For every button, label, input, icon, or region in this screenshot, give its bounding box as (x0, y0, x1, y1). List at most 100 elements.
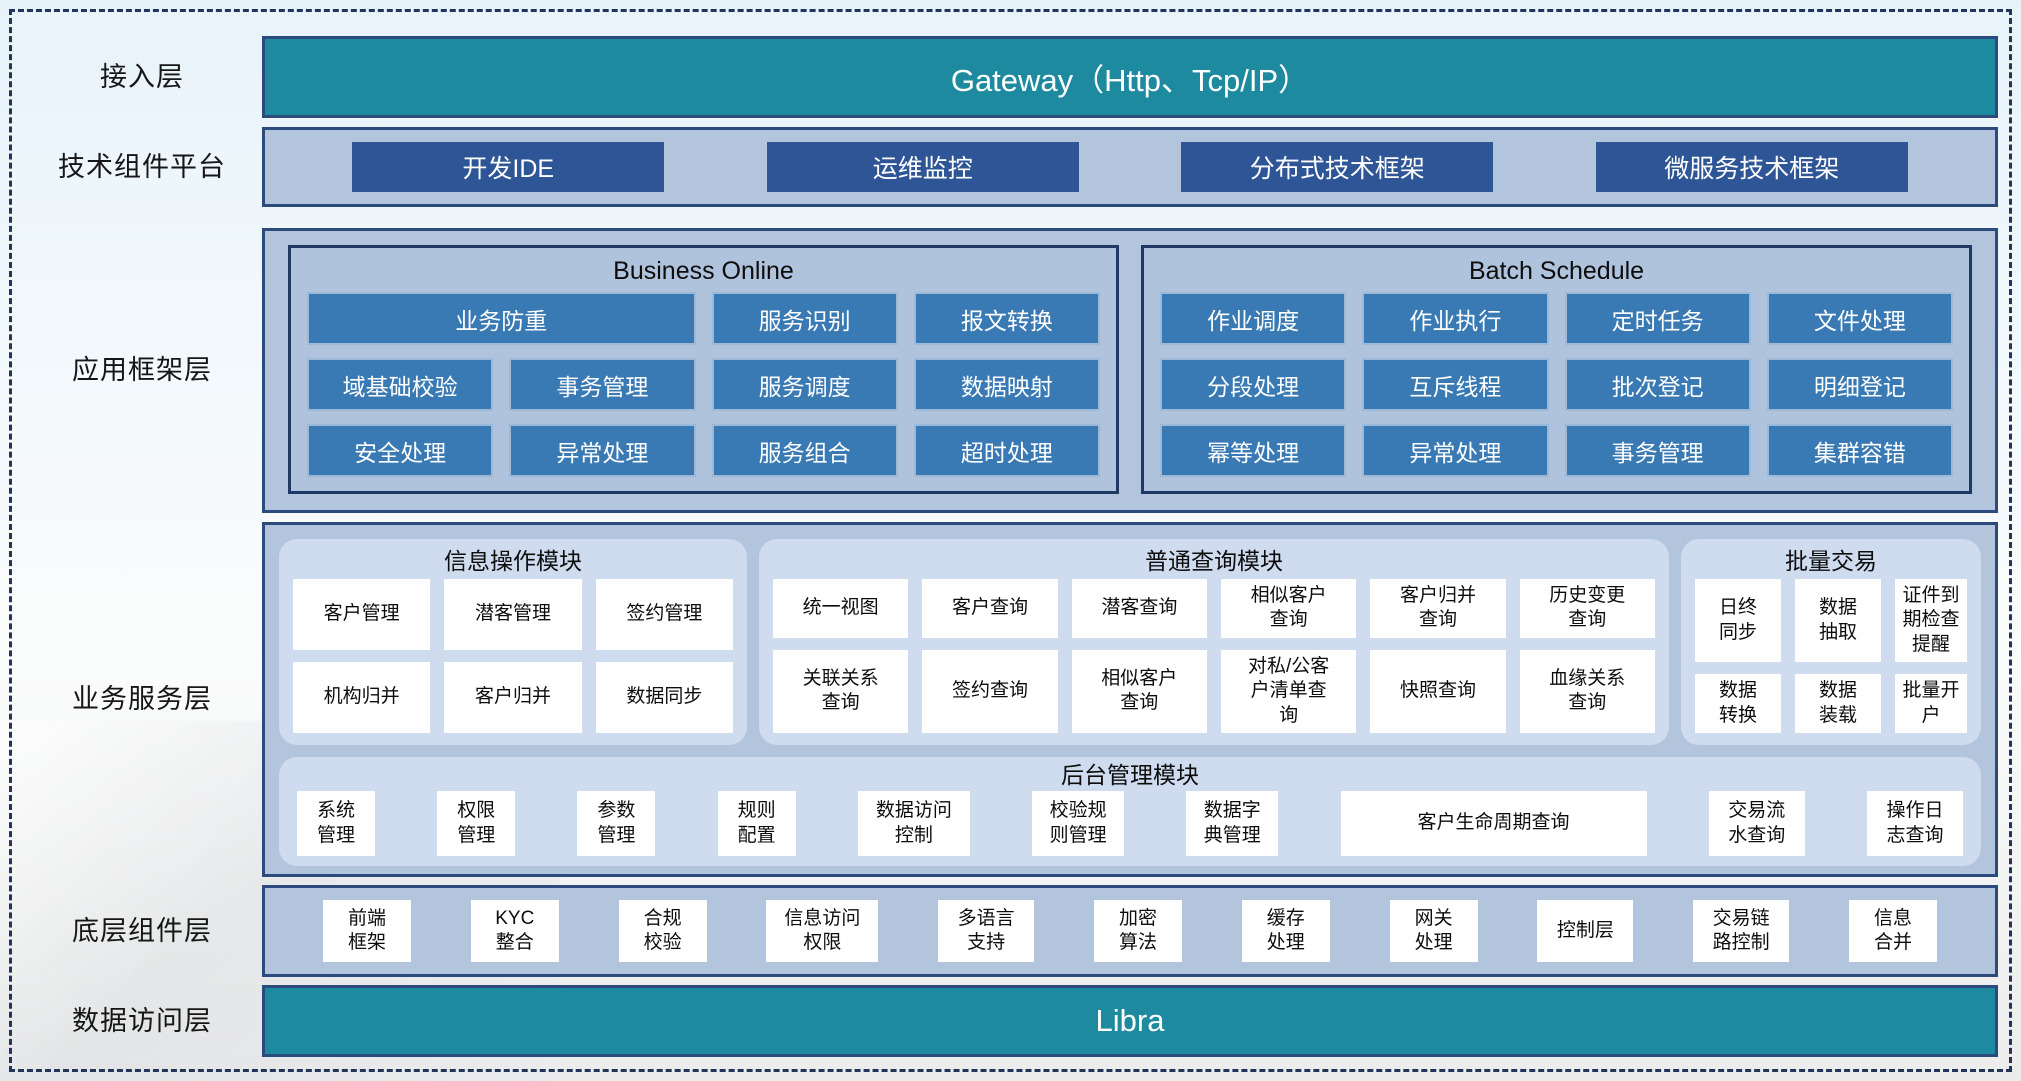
info-operation-module: 信息操作模块 客户管理 潜客管理 签约管理 机构归并 客户归并 数据同步 (279, 539, 747, 745)
cell-org-merge: 机构归并 (293, 662, 431, 733)
cell-merge-query: 客户归并查询 (1370, 579, 1506, 638)
cell-system-mgmt: 系统管理 (297, 791, 375, 856)
block-detail-register: 明细登记 (1766, 358, 1953, 411)
block-batch-exception: 异常处理 (1362, 424, 1549, 477)
block-distributed-framework: 分布式技术框架 (1181, 142, 1494, 192)
cell-customer-merge: 客户归并 (444, 662, 582, 733)
block-domain-validation: 域基础校验 (307, 358, 494, 411)
label-access-layer: 接入层 (100, 62, 184, 92)
cell-gateway-handling: 网关处理 (1389, 900, 1478, 962)
admin-module: 后台管理模块 系统管理 权限管理 参数管理 规则配置 数据访问控制 校验规则管理… (279, 757, 1981, 866)
tech-platform-row: 开发IDE 运维监控 分布式技术框架 微服务技术框架 (262, 127, 1998, 207)
block-batch-transaction: 事务管理 (1564, 424, 1751, 477)
cell-data-extract: 数据抽取 (1795, 579, 1881, 663)
label-data-access-layer: 数据访问层 (72, 1006, 212, 1036)
base-components-row: 前端框架 KYC整合 合规校验 信息访问权限 多语言支持 加密算法 缓存处理 网… (262, 885, 1998, 977)
cell-cache-handling: 缓存处理 (1241, 900, 1330, 962)
cell-data-dictionary-mgmt: 数据字典管理 (1186, 791, 1279, 856)
block-data-mapping: 数据映射 (913, 358, 1100, 411)
app-framework-row: Business Online 业务防重 服务识别 报文转换 域基础校验 事务管… (262, 228, 1998, 513)
batch-schedule-title: Batch Schedule (1468, 257, 1645, 285)
block-timeout-handling: 超时处理 (913, 424, 1100, 477)
block-segment-processing: 分段处理 (1160, 358, 1347, 411)
cell-data-access-control: 数据访问控制 (857, 791, 970, 856)
cell-data-load: 数据装载 (1795, 674, 1881, 733)
cell-relation-query: 关联关系查询 (773, 649, 909, 733)
block-dedup: 业务防重 (307, 292, 696, 345)
info-module-title: 信息操作模块 (444, 548, 582, 574)
cell-customer-query: 客户查询 (922, 579, 1058, 638)
cell-transaction-flow-query: 交易流水查询 (1708, 791, 1805, 856)
cell-eod-sync: 日终同步 (1695, 579, 1781, 663)
cell-contract-mgmt: 签约管理 (595, 579, 733, 650)
cell-permission-mgmt: 权限管理 (437, 791, 516, 856)
business-online-title: Business Online (613, 257, 794, 285)
cell-parameter-mgmt: 参数管理 (577, 791, 656, 856)
block-microservice-framework: 微服务技术框架 (1595, 142, 1908, 192)
block-exception-handling: 异常处理 (509, 424, 696, 477)
cell-contract-query: 签约查询 (922, 649, 1058, 733)
block-mutex-threads: 互斥线程 (1362, 358, 1549, 411)
block-cluster-fault-tolerance: 集群容错 (1766, 424, 1953, 477)
label-business-service-layer: 业务服务层 (72, 684, 212, 714)
service-cards-row: 信息操作模块 客户管理 潜客管理 签约管理 机构归并 客户归并 数据同步 普通查… (279, 539, 1981, 745)
cell-control-layer: 控制层 (1537, 900, 1634, 962)
block-job-scheduling: 作业调度 (1160, 292, 1347, 345)
cell-info-access-permission: 信息访问权限 (766, 900, 879, 962)
cell-compliance-check: 合规校验 (618, 900, 707, 962)
block-service-composition: 服务组合 (711, 424, 898, 477)
gateway-bar-label: Gateway（Http、Tcp/IP） (950, 62, 1310, 98)
cell-validation-rule-mgmt: 校验规则管理 (1032, 791, 1125, 856)
cell-similar-customer-query-2: 相似客户查询 (1071, 649, 1207, 733)
block-dev-ide: 开发IDE (352, 142, 665, 192)
cell-lineage-query: 血缘关系查询 (1519, 649, 1655, 733)
cell-frontend-framework: 前端框架 (323, 900, 411, 962)
cell-info-merge: 信息合并 (1848, 900, 1937, 962)
gateway-bar: Gateway（Http、Tcp/IP） (262, 36, 1998, 118)
cell-customer-list-query: 对私/公客户清单查询 (1220, 649, 1357, 733)
block-service-dispatch: 服务调度 (711, 358, 898, 411)
libra-bar: Libra (262, 985, 1998, 1057)
batch-schedule-box: Batch Schedule 作业调度 作业执行 定时任务 文件处理 分段处理 … (1141, 245, 1972, 494)
block-job-execution: 作业执行 (1362, 292, 1549, 345)
cell-data-sync: 数据同步 (595, 662, 733, 733)
cell-data-transform: 数据转换 (1695, 674, 1781, 733)
admin-module-title: 后台管理模块 (1061, 762, 1199, 788)
cell-customer-lifecycle-query: 客户生命周期查询 (1340, 791, 1647, 856)
query-module-grid: 统一视图 客户查询 潜客查询 相似客户查询 客户归并查询 历史变更查询 关联关系… (773, 579, 1655, 733)
block-transaction-mgmt: 事务管理 (509, 358, 696, 411)
libra-bar-label: Libra (1095, 1003, 1165, 1038)
block-message-transform: 报文转换 (913, 292, 1100, 345)
cell-multilanguage-support: 多语言支持 (938, 900, 1035, 962)
cell-operation-log-query: 操作日志查询 (1866, 791, 1963, 856)
cell-similar-customer-query: 相似客户查询 (1220, 579, 1357, 638)
batch-module-grid: 日终同步 数据抽取 证件到期检查提醒 数据转换 数据装载 批量开户 (1695, 579, 1967, 733)
block-file-processing: 文件处理 (1766, 292, 1953, 345)
block-batch-register: 批次登记 (1564, 358, 1751, 411)
cell-unified-view: 统一视图 (773, 579, 909, 638)
query-module-title: 普通查询模块 (1145, 548, 1283, 574)
cell-encryption-algorithm: 加密算法 (1093, 900, 1182, 962)
business-service-row: 信息操作模块 客户管理 潜客管理 签约管理 机构归并 客户归并 数据同步 普通查… (262, 522, 1998, 877)
block-idempotent: 幂等处理 (1160, 424, 1347, 477)
cell-history-change-query: 历史变更查询 (1519, 579, 1655, 638)
cell-snapshot-query: 快照查询 (1370, 649, 1506, 733)
admin-module-boxes: 系统管理 权限管理 参数管理 规则配置 数据访问控制 校验规则管理 数据字典管理… (297, 791, 1963, 856)
cell-prospect-mgmt: 潜客管理 (444, 579, 582, 650)
batch-schedule-grid: 作业调度 作业执行 定时任务 文件处理 分段处理 互斥线程 批次登记 明细登记 … (1160, 292, 1953, 477)
label-app-framework-layer: 应用框架层 (72, 355, 212, 385)
business-online-grid: 业务防重 服务识别 报文转换 域基础校验 事务管理 服务调度 数据映射 安全处理… (307, 292, 1100, 477)
batch-transaction-module: 批量交易 日终同步 数据抽取 证件到期检查提醒 数据转换 数据装载 批量开户 (1681, 539, 1981, 745)
batch-module-title: 批量交易 (1785, 548, 1877, 574)
block-service-identify: 服务识别 (711, 292, 898, 345)
cell-rule-config: 规则配置 (717, 791, 796, 856)
info-module-grid: 客户管理 潜客管理 签约管理 机构归并 客户归并 数据同步 (293, 579, 733, 733)
cell-customer-mgmt: 客户管理 (293, 579, 431, 650)
cell-batch-account-open: 批量开户 (1895, 674, 1967, 733)
cell-cert-expiry-reminder: 证件到期检查提醒 (1895, 579, 1967, 663)
block-ops-monitoring: 运维监控 (766, 142, 1079, 192)
label-base-component-layer: 底层组件层 (72, 916, 212, 946)
cell-kyc-integration: KYC整合 (470, 900, 559, 962)
block-security-handling: 安全处理 (307, 424, 494, 477)
